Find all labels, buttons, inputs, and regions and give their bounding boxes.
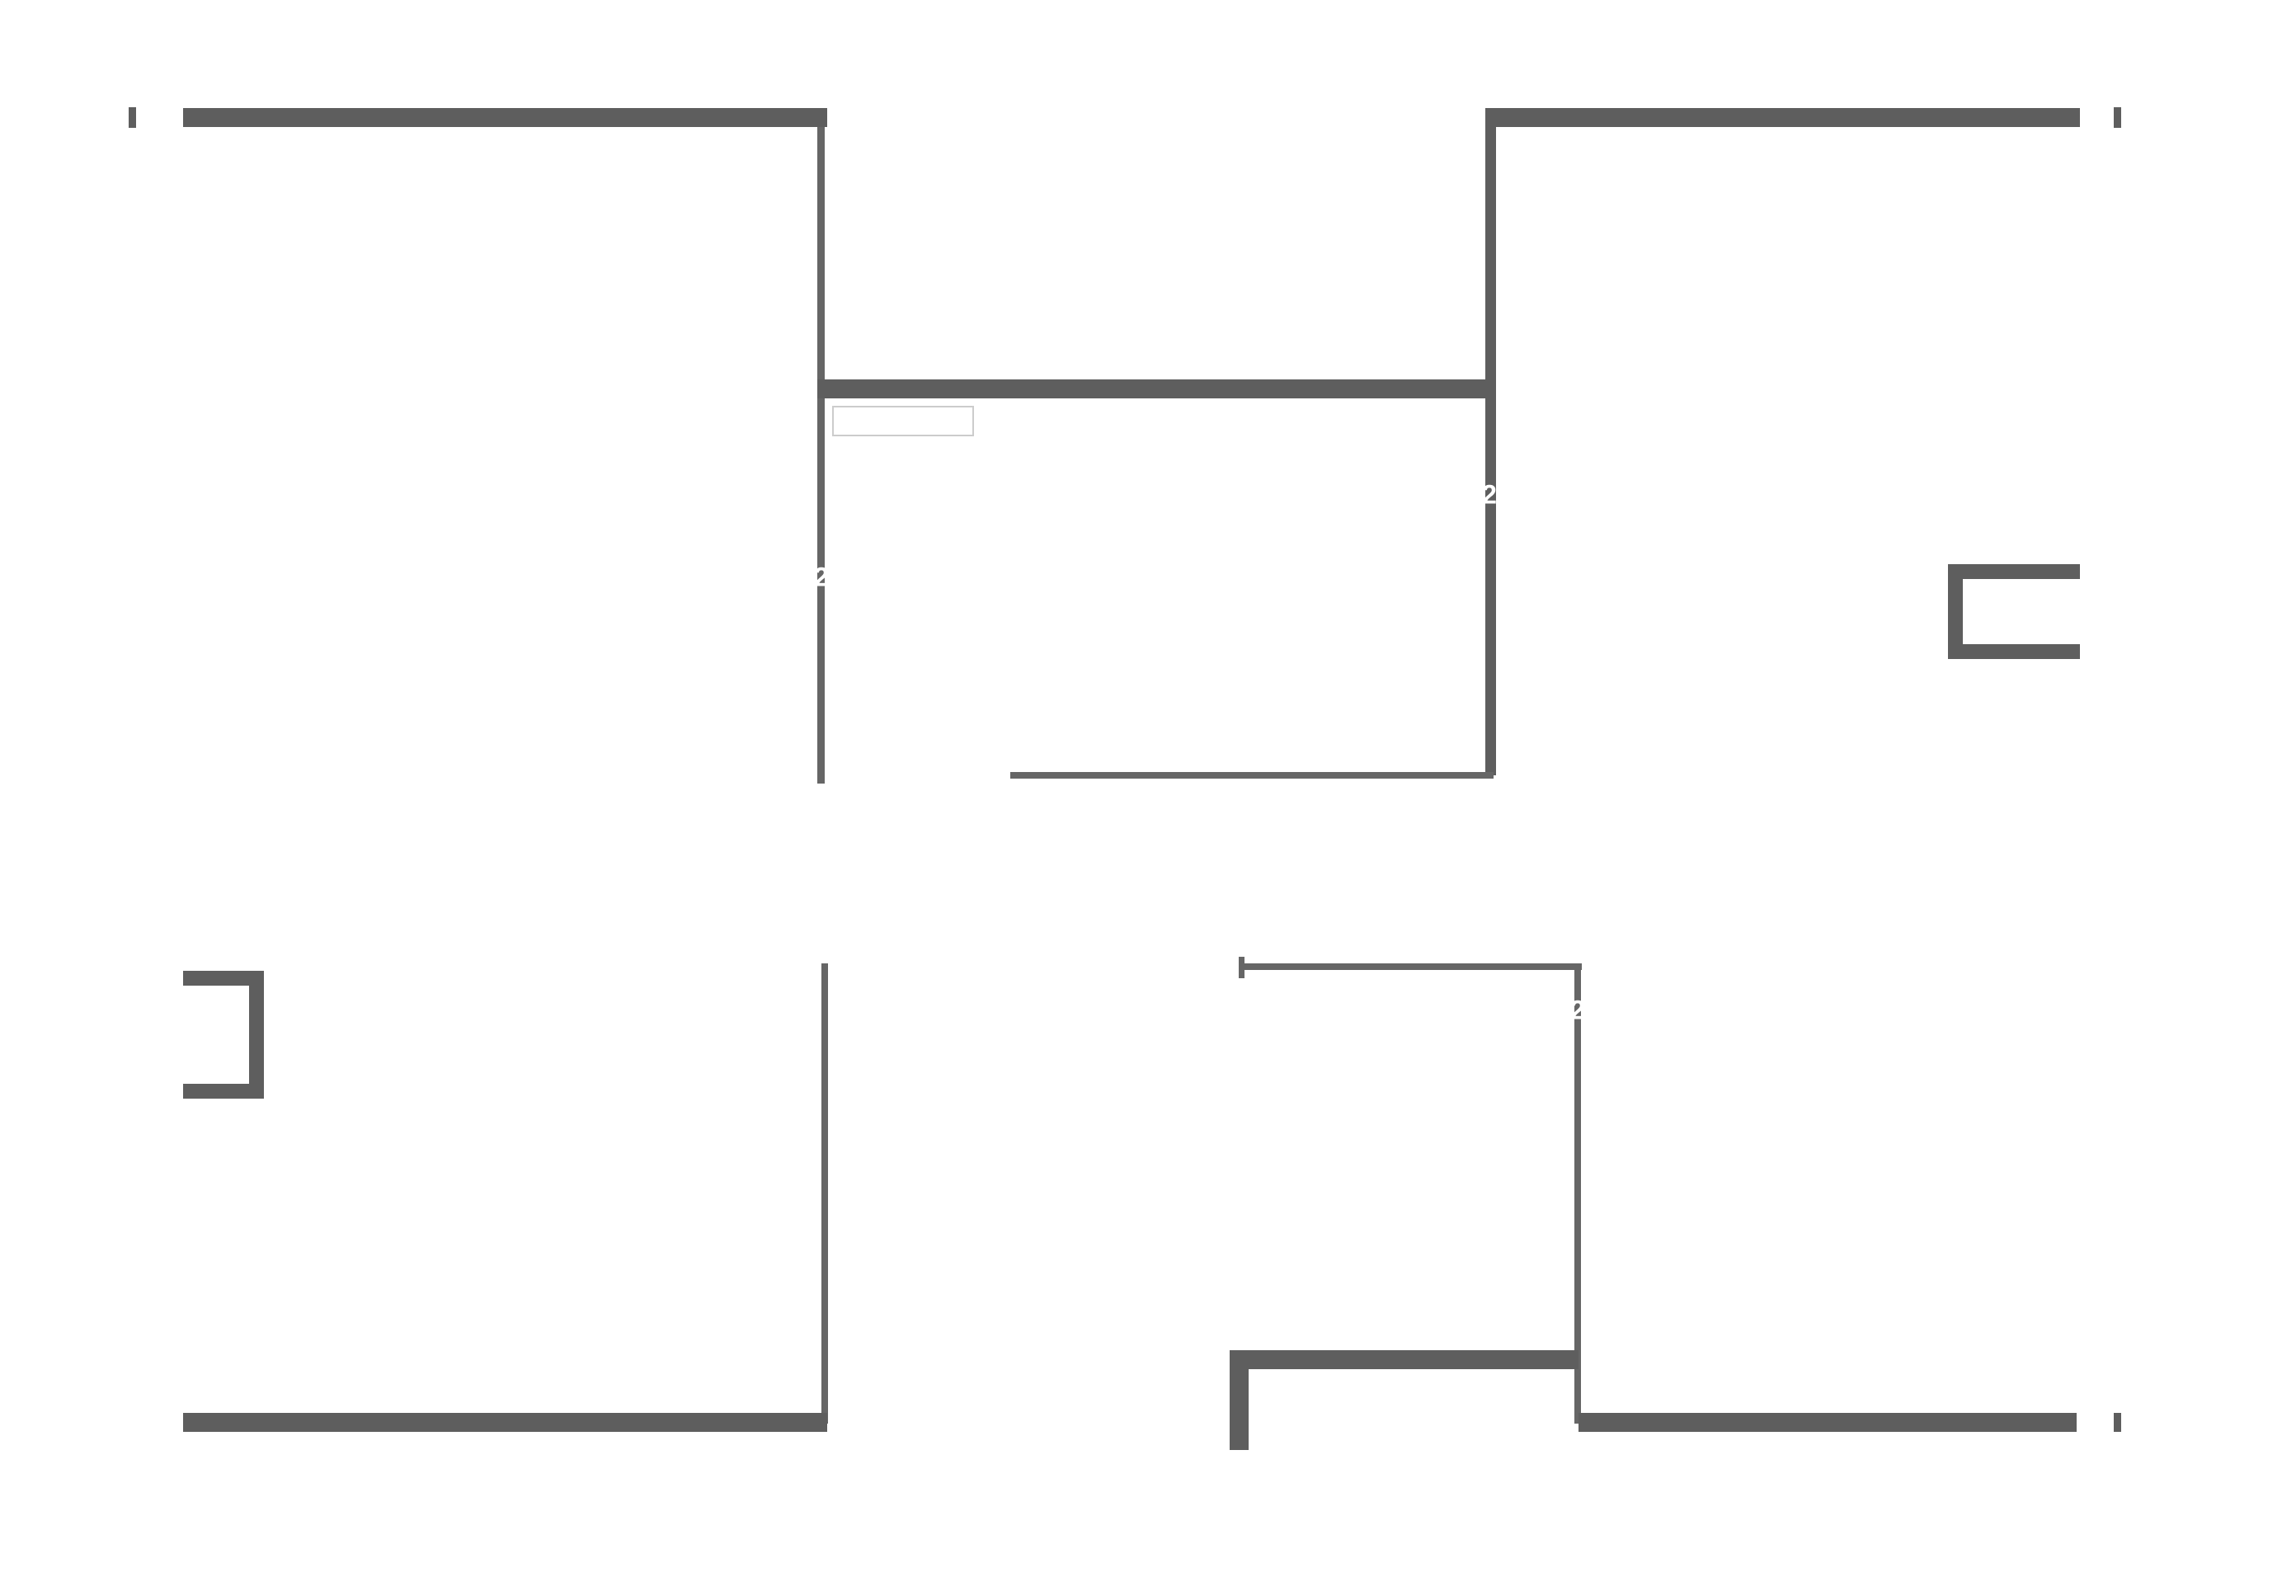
- bracket-right-bottom: [1948, 644, 2080, 659]
- wall-upper-room-divider: [817, 379, 1494, 398]
- wall-upper-room-right: [1485, 127, 1496, 775]
- wall-upper-room-bottom: [1010, 772, 1494, 779]
- bracket-left-side: [249, 971, 264, 1099]
- wall-lower-left-vertical: [821, 963, 828, 1424]
- wall-top-left: [183, 108, 827, 127]
- wall-lower-right-vertical: [1574, 967, 1581, 1424]
- bracket-left-top: [183, 971, 264, 986]
- tick-lower-middle: [1239, 957, 1244, 978]
- dimension-label-upper-left: 2: [814, 562, 829, 592]
- tick-bottom-right: [2114, 1413, 2121, 1432]
- bracket-left-bottom: [183, 1084, 264, 1099]
- wall-bottom-left: [183, 1413, 827, 1432]
- tick-top-right: [2114, 107, 2121, 128]
- dimension-label-lower-right: 2: [1570, 995, 1585, 1025]
- wall-top-right: [1485, 108, 2080, 127]
- dimension-label-upper-right: 2: [1482, 479, 1497, 510]
- wall-lower-right-top: [1242, 963, 1582, 970]
- tick-top-left: [129, 107, 136, 128]
- bracket-right-top: [1948, 564, 2080, 579]
- wall-upper-room-left: [817, 127, 825, 784]
- empty-label-box: [832, 406, 974, 436]
- wall-lower-thick-horizontal: [1230, 1350, 1578, 1369]
- wall-lower-thick-vertical: [1230, 1350, 1249, 1450]
- wall-bottom-right: [1578, 1413, 2077, 1432]
- bracket-right-side: [1948, 564, 1963, 659]
